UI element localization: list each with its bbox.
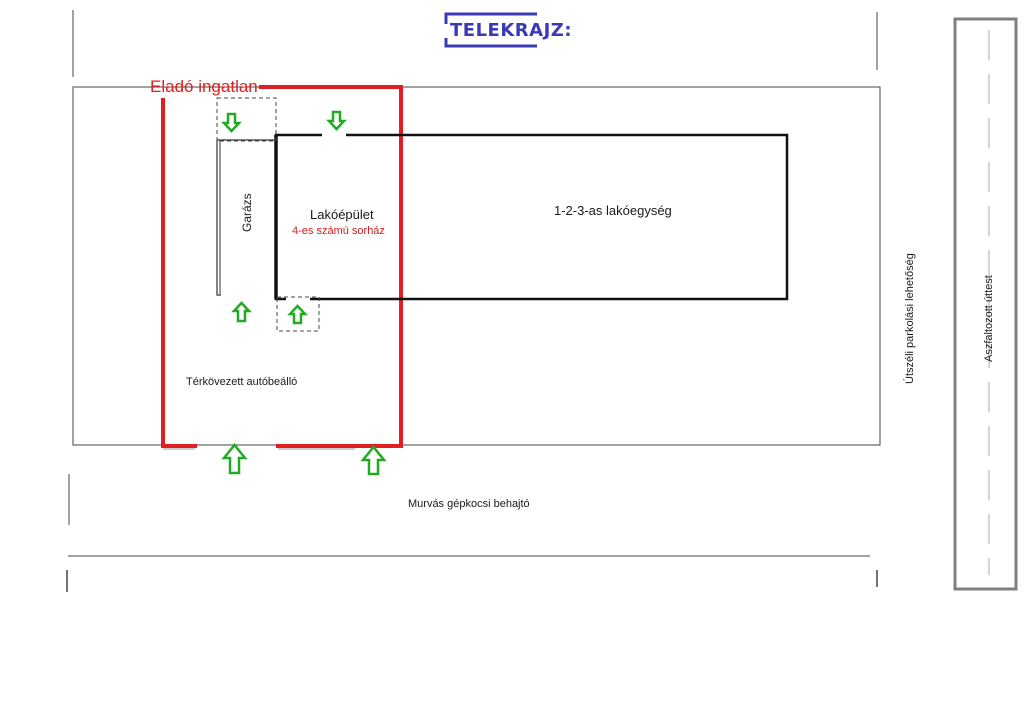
house-entry-dashed <box>276 296 320 332</box>
title-bracket <box>444 12 537 48</box>
arrow-down-icon <box>326 110 347 131</box>
property-label: Eladó ingatlan <box>150 77 258 96</box>
arrow-up-icon <box>221 443 248 475</box>
parking-label: Útszéli parkolási lehetőség <box>904 253 916 384</box>
door-gap-top <box>322 131 346 139</box>
property-boundary <box>161 85 403 448</box>
garage-outline <box>216 139 274 296</box>
driveway-label: Térkövezett autóbeálló <box>186 376 298 388</box>
units-label: 1-2-3-as lakóegység <box>554 203 672 218</box>
arrow-down-icon <box>221 112 242 133</box>
arrow-up-icon <box>287 304 308 325</box>
arrow-up-icon <box>360 445 387 476</box>
gravel-driveway-label: Murvás gépkocsi behajtó <box>408 498 530 510</box>
garage-label: Garázs <box>240 193 254 232</box>
entry-arrows <box>221 110 387 476</box>
door-gap-bottom <box>286 295 310 303</box>
plot-outline <box>72 86 881 446</box>
road-outline <box>953 17 1018 591</box>
page-title: TELEKRAJZ: <box>450 20 573 41</box>
road-label: Aszfaltozott úttest <box>983 275 995 362</box>
building-sublabel: 4-es számú sorház <box>292 225 385 237</box>
building-label: Lakóépület <box>310 207 374 222</box>
arrow-up-icon <box>231 301 252 323</box>
garage-entry-dashed <box>216 97 277 142</box>
